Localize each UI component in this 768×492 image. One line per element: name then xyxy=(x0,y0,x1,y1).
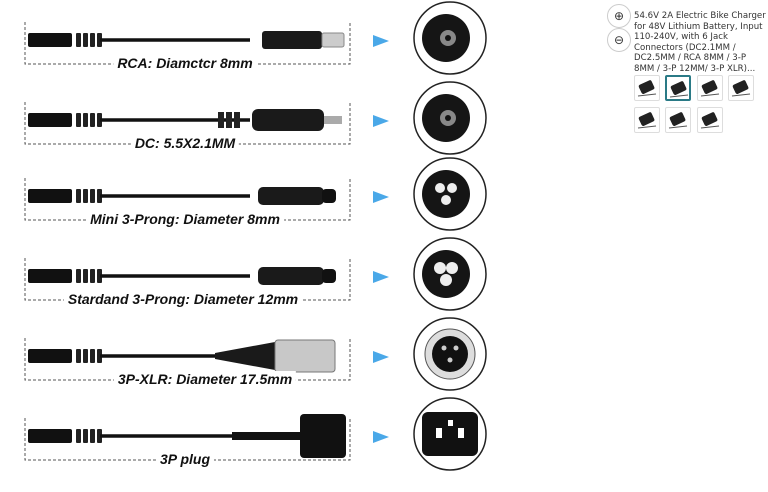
connector-label: RCA: Diamctcr 8mm xyxy=(113,55,257,71)
connector-label: Stardand 3-Prong: Diameter 12mm xyxy=(63,291,303,307)
connector-row-plug xyxy=(24,397,487,471)
connector-row-dc xyxy=(24,81,487,155)
zoom-in-icon: ⊕ xyxy=(613,9,625,23)
product-title: 54.6V 2A Electric Bike Charger for 48V L… xyxy=(634,11,766,74)
thumbnail-1[interactable] xyxy=(634,75,660,101)
connector-label: 3P plug xyxy=(155,451,215,467)
thumbnail-5[interactable] xyxy=(634,107,660,133)
thumbnail-image xyxy=(700,112,720,129)
thumbnail-image xyxy=(668,112,688,129)
thumbnail-2[interactable] xyxy=(665,75,691,101)
barrel-jack xyxy=(28,269,72,283)
zoom-out-button[interactable]: ⊖ xyxy=(607,28,631,52)
connector-row-mini3 xyxy=(24,157,487,231)
zoom-in-button[interactable]: ⊕ xyxy=(607,4,631,28)
connector-label: DC: 5.5X2.1MM xyxy=(130,135,240,151)
arrow-icon xyxy=(373,191,389,203)
connector-diagram xyxy=(24,1,487,471)
arrow-icon xyxy=(373,35,389,47)
arrow-icon xyxy=(373,431,389,443)
thumbnail-6[interactable] xyxy=(665,107,691,133)
thumbnail-image xyxy=(731,80,751,97)
thumbnail-image xyxy=(669,81,689,98)
barrel-jack xyxy=(28,429,72,443)
barrel-jack xyxy=(28,189,72,203)
thumbnail-image xyxy=(637,112,657,129)
connector-label: 3P-XLR: Diameter 17.5mm xyxy=(113,371,297,387)
thumbnail-7[interactable] xyxy=(697,107,723,133)
connector-row-rca xyxy=(24,1,487,75)
connector-row-xlr xyxy=(24,317,487,391)
barrel-jack xyxy=(28,113,72,127)
arrow-icon xyxy=(373,351,389,363)
arrow-icon xyxy=(373,271,389,283)
connector-label: Mini 3-Prong: Diameter 8mm xyxy=(86,211,284,227)
arrow-icon xyxy=(373,115,389,127)
barrel-jack xyxy=(28,33,72,47)
thumbnail-image xyxy=(700,80,720,97)
connector-row-std3 xyxy=(24,237,487,311)
zoom-out-icon: ⊖ xyxy=(613,33,625,47)
thumbnail-3[interactable] xyxy=(697,75,723,101)
barrel-jack xyxy=(28,349,72,363)
thumbnail-image xyxy=(637,80,657,97)
thumbnail-4[interactable] xyxy=(728,75,754,101)
